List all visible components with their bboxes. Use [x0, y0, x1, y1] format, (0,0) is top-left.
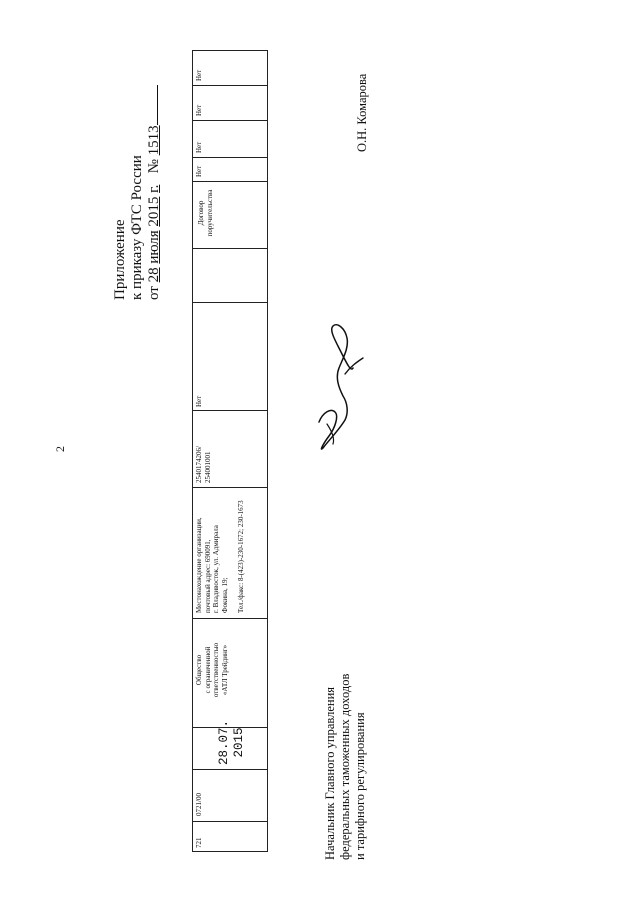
order-day: 28	[146, 267, 162, 283]
signatory-name: О.Н. Комарова	[355, 73, 369, 152]
kpp: 254001001	[203, 451, 212, 484]
cell-org-name: Общество с ограниченной ответственностью…	[195, 620, 229, 720]
appendix-order-ref: к приказу ФТС России	[129, 155, 145, 300]
date-line-2: 2015	[232, 727, 246, 758]
number-sign: №	[146, 159, 162, 174]
signatory-title-line-2: федеральных таможенных доходов	[338, 673, 352, 860]
order-year: 2015	[146, 196, 162, 227]
cell-address: Местонахождение организации, почтовый ад…	[195, 500, 246, 613]
appendix-order-date: от 28 июля 2015 г. № 1513	[146, 85, 163, 300]
cell-contract: Договор поручительства	[197, 182, 214, 244]
date-prefix: от	[146, 286, 162, 300]
address-line-4: Фокина, 19;	[220, 577, 229, 613]
cell-flag-2: Нет	[195, 141, 203, 153]
cell-reg-number: 0721/00	[195, 793, 203, 816]
address-line-6: Тел./факс: 8-(423)-230-1672; 230-1673	[237, 500, 245, 613]
signatory-title-line-3: и тарифного регулирования	[353, 712, 367, 860]
handwritten-signature	[318, 324, 364, 450]
number-underline	[157, 85, 158, 126]
cell-date: 28.07. 2015	[217, 720, 247, 765]
register-table: 721 0721/00 28.07. 2015 Общество с огран…	[192, 50, 268, 852]
signatory-title-line-1: Начальник Главного управления	[323, 686, 337, 860]
cell-flag-4: Нет	[195, 69, 203, 81]
address-line-1: Местонахождение организации,	[195, 517, 203, 613]
cell-flag-1: Нет	[195, 165, 203, 177]
address-line-3: г. Владивосток, ул. Адмирала	[212, 525, 220, 613]
appendix-title: Приложение	[112, 219, 128, 300]
org-name-line-4: «АТЛ Трейдинг»	[220, 644, 229, 696]
page-number: 2	[53, 446, 67, 452]
contract-line-2: поручительства	[205, 189, 214, 237]
cell-code: 721	[195, 837, 203, 849]
org-name-line-1: Общество	[195, 654, 203, 686]
contract-line-1: Договор	[197, 200, 205, 226]
inn: 2540174206/	[195, 446, 203, 483]
cell-inn-kpp: 2540174206/ 254001001	[195, 446, 212, 483]
order-month: июля	[146, 230, 162, 264]
date-line-1: 28.07.	[217, 719, 231, 765]
appendix-header: Приложение к приказу ФТС России от 28 ию…	[112, 85, 163, 300]
org-name-line-3: ответственностью	[212, 642, 220, 698]
signatory-title: Начальник Главного управления федеральны…	[323, 674, 368, 860]
order-number: 1513	[146, 125, 162, 156]
cell-branches: Нет	[195, 395, 203, 407]
cell-flag-3: Нет	[195, 104, 203, 116]
org-name-line-2: с ограниченной	[203, 646, 212, 694]
address-line-2: почтовый адрес: 690091,	[203, 539, 212, 613]
order-year-suffix: г.	[146, 184, 162, 193]
address-line-5	[229, 500, 237, 613]
